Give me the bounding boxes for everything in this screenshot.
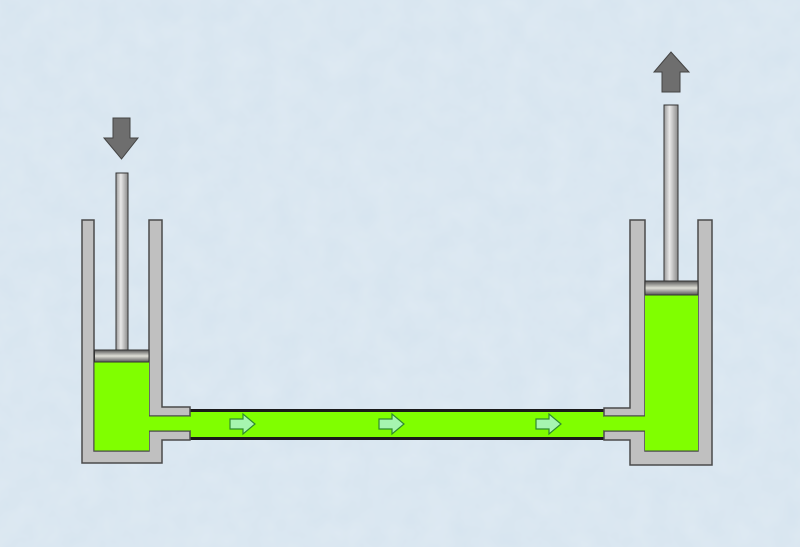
- output-fluid: [645, 295, 698, 451]
- input-piston: [94, 349, 150, 363]
- input-fluid: [94, 362, 149, 451]
- input-fluid-channel: [148, 416, 190, 431]
- up-arrow-icon: [652, 51, 691, 93]
- flow-arrows: [229, 412, 562, 436]
- flow-arrow-icon: [378, 412, 405, 436]
- output-cylinder-left-wall: [603, 219, 646, 417]
- output-fluid-channel: [604, 416, 646, 431]
- input-piston-rod: [115, 172, 129, 351]
- input-cylinder: [81, 117, 191, 464]
- output-cylinder: [603, 51, 713, 466]
- output-piston-rod: [663, 104, 679, 282]
- flow-arrow-icon: [229, 412, 256, 436]
- down-arrow-icon: [102, 117, 140, 160]
- output-piston: [644, 280, 699, 296]
- input-cylinder-body: [81, 219, 191, 464]
- flow-arrow-icon: [535, 412, 562, 436]
